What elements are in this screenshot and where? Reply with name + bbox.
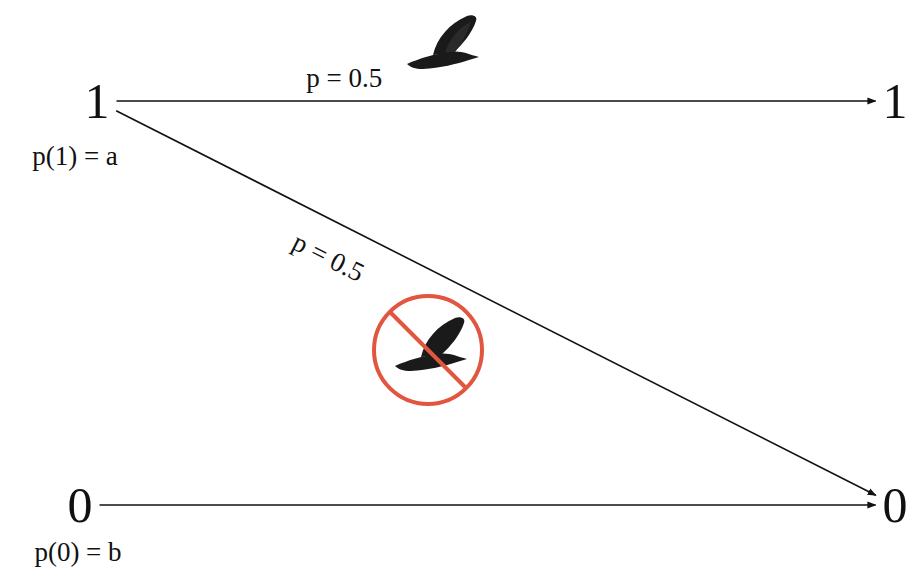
channel-symbol: 0 <box>879 478 912 532</box>
symbol-value: 1 <box>883 76 908 126</box>
channel-symbol: 1p(1) = a <box>81 74 114 128</box>
transition-probability: p = 0.5 <box>285 227 370 290</box>
prohibition-slash <box>390 312 466 388</box>
transition-arrow <box>100 504 876 506</box>
flying-bird <box>407 15 479 69</box>
no-bird-sign <box>374 296 482 404</box>
channel-symbol: 0p(0) = b <box>64 478 97 532</box>
probability-label: p(0) = b <box>34 538 121 568</box>
symbol-value: 1 <box>85 76 110 126</box>
prohibition-circle <box>374 296 482 404</box>
channel-symbol: 1 <box>879 74 912 128</box>
bird-body <box>395 353 467 371</box>
bird-wing <box>433 15 476 55</box>
transition-arrow <box>117 100 876 102</box>
symbol-value: 0 <box>68 480 93 530</box>
probability-label: p(1) = a <box>32 142 118 172</box>
transition-probability: p = 0.5 <box>304 64 384 94</box>
bird-body <box>407 51 479 69</box>
transition-arrow <box>116 111 876 496</box>
bird-wing-back <box>445 22 471 52</box>
symbol-value: 0 <box>883 480 908 530</box>
